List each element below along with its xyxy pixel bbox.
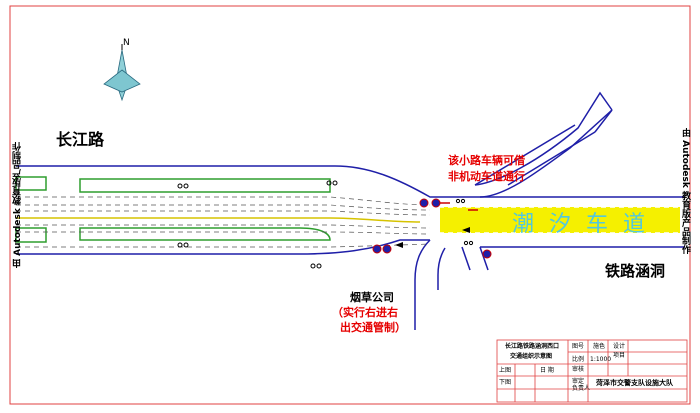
title-block-title-1: 长江路铁路涵洞西口 [505, 343, 560, 350]
title-block-design-val: 项目 [613, 352, 626, 359]
title-block-scale-val: 1:1000 [590, 356, 612, 363]
watermark-left: 由 Autodesk 教育版产品制作 [13, 142, 23, 269]
right-turn-note-line2: 出交通管制） [340, 321, 406, 334]
title-block-design: 设计 [613, 343, 626, 350]
compass-icon [103, 44, 141, 102]
median-island [15, 227, 47, 243]
title-block-approve: 审定 [572, 378, 585, 385]
tidal-lane-label: 潮 汐 车 道 [512, 212, 649, 237]
side-road-south [461, 246, 471, 271]
title-block-review: 审核 [572, 366, 585, 373]
road-name-changjiang: 长江路 [56, 130, 105, 149]
title-block-check: 下图 [499, 379, 512, 386]
watermark-right: 由 Autodesk 教育版产品制作 [680, 128, 690, 255]
traffic-light-icon [372, 198, 492, 259]
median-island [15, 176, 47, 191]
title-block-scale: 比例 [572, 356, 585, 363]
center-line [16, 217, 421, 223]
title-block-drawing-no: 图号 [572, 343, 585, 350]
side-road-south [479, 246, 489, 271]
title-block [496, 339, 688, 403]
right-turn-note-line1: （实行右进右 [332, 306, 398, 319]
side-road-south [414, 239, 431, 330]
tobacco-company-label: 烟草公司 [350, 291, 394, 304]
median-island [79, 227, 331, 241]
railway-culvert-label: 铁路涵洞 [605, 262, 666, 280]
road-edge-diagonal [474, 124, 576, 186]
drawing-frame [9, 5, 691, 405]
title-block-title-2: 交通组织示意图 [510, 353, 553, 360]
title-block-draw: 上图 [499, 367, 512, 374]
median-island [79, 178, 331, 193]
road-edge-north [16, 109, 613, 198]
tidal-lane-band [440, 207, 680, 233]
road-edge-north-2 [474, 91, 613, 186]
bike-lane-note-line1: 该小路车辆可借 [448, 154, 525, 167]
bicycle-icon [177, 180, 474, 269]
road-edge-south [16, 239, 430, 255]
title-block-approve-sub: 负责人 [572, 385, 591, 392]
north-label: N [123, 38, 130, 48]
title-block-drawing-no-val: 施色 [593, 343, 606, 350]
road-edge-diagonal [507, 109, 613, 186]
title-block-org: 菏泽市交警支队设施大队 [596, 379, 673, 387]
side-road-south [437, 247, 446, 290]
arrow-icon [395, 227, 470, 248]
title-block-date: 日 期 [540, 367, 554, 374]
bike-lane-note-line2: 非机动车道通行 [448, 170, 525, 183]
